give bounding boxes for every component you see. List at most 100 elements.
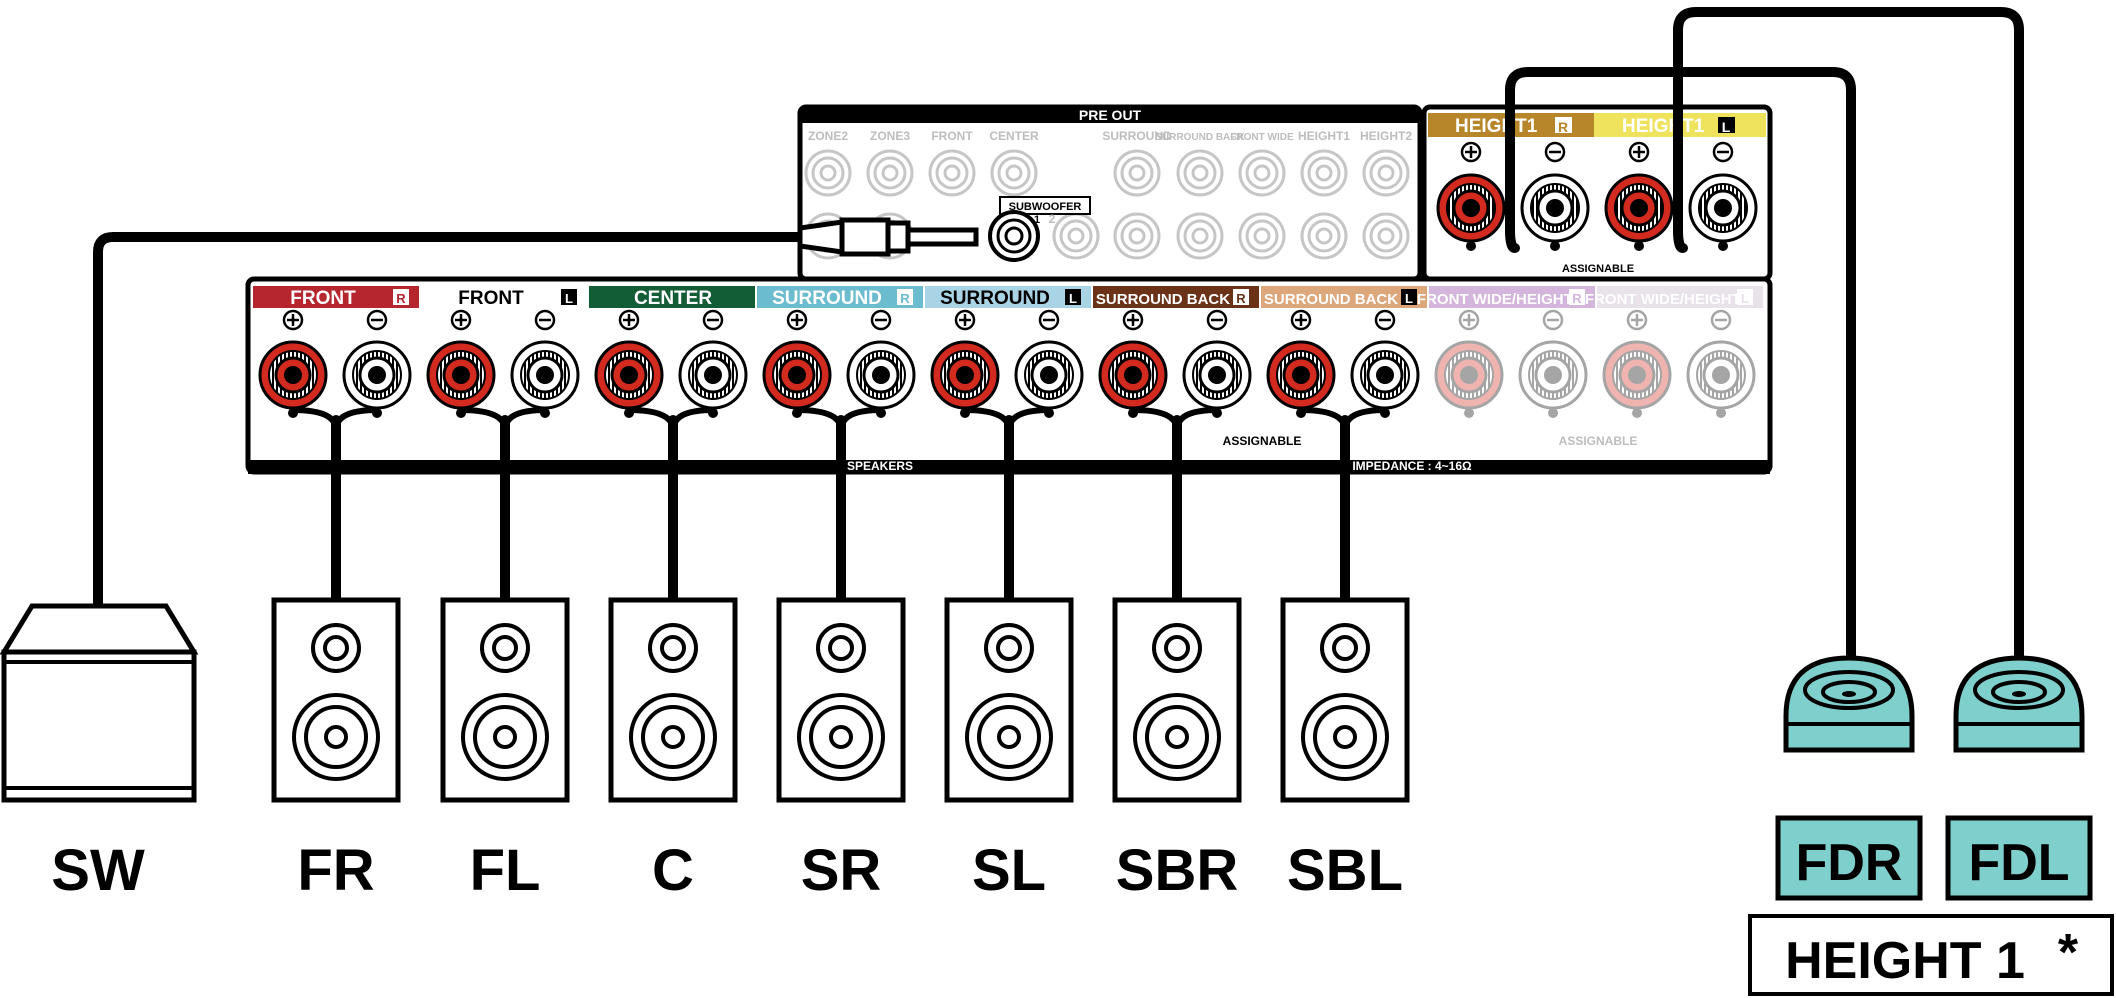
- minus-symbol: [534, 309, 556, 331]
- pre-out-jack-bottom[interactable]: [1176, 212, 1224, 260]
- height-speaker: [1953, 655, 2085, 753]
- speaker-box: [1112, 597, 1242, 803]
- speaker-terminal-plus[interactable]: [930, 340, 1000, 418]
- pre-out-jack-bottom[interactable]: [1113, 212, 1161, 260]
- pre-out-jack-top[interactable]: [1176, 149, 1224, 197]
- speaker-boxes: [271, 597, 1410, 803]
- speaker-terminal-minus[interactable]: [1014, 340, 1084, 418]
- height1-group-box: [1748, 914, 2114, 996]
- pre-out-jack-top[interactable]: [1113, 149, 1161, 197]
- minus-symbol: [1542, 309, 1564, 331]
- terminal-band-label: CENTER: [634, 288, 712, 309]
- terminal-mark: L: [1069, 291, 1077, 306]
- minus-symbol: [1544, 141, 1566, 163]
- pre-out-label-surround-back: SURROUND BACK: [1155, 132, 1245, 143]
- speaker-label-sw: SW: [51, 838, 145, 903]
- pre-out-label-height2: HEIGHT2: [1360, 129, 1412, 143]
- subwoofer-1-jack[interactable]: [988, 210, 1040, 262]
- fdl-label: FDL: [1968, 834, 2069, 892]
- fdl-cable: [1673, 7, 2024, 683]
- pre-out-jack-top[interactable]: [990, 149, 1038, 197]
- pre-out-title-bar: [800, 107, 1420, 123]
- terminal-band-label: SURROUND: [772, 288, 882, 309]
- pre-out-jack-top[interactable]: [928, 149, 976, 197]
- pre-out-jack-bottom[interactable]: [1238, 212, 1286, 260]
- speaker-terminal-minus[interactable]: [1518, 340, 1588, 418]
- terminal-mark-box: [561, 289, 577, 305]
- pre-out-jack-top[interactable]: [866, 149, 914, 197]
- terminal-band: CENTER: [589, 286, 755, 309]
- rca-plug: [797, 217, 979, 257]
- pre-out-label-zone3: ZONE3: [870, 129, 910, 143]
- speaker-box: [1280, 597, 1410, 803]
- terminal-mark-box: [897, 289, 913, 305]
- speaker-terminal-plus[interactable]: [1434, 340, 1504, 418]
- height1-terminal-minus[interactable]: [1688, 173, 1758, 251]
- terminal-mark-box: [393, 289, 409, 305]
- height1-group-label: HEIGHT 1: [1785, 932, 2025, 990]
- minus-symbol: [870, 309, 892, 331]
- height1-l-mark-box: [1718, 117, 1735, 133]
- speaker-box: [776, 597, 906, 803]
- pre-out-jacks: [804, 149, 1410, 260]
- speaker-label-sr: SR: [801, 838, 882, 903]
- height-speakers: [1783, 655, 2085, 753]
- pre-out-jack-top[interactable]: [1238, 149, 1286, 197]
- subwoofer-num-2: 2: [1049, 212, 1056, 226]
- pre-out-label-zone2: ZONE2: [808, 129, 848, 143]
- subwoofer-label-box: [999, 196, 1091, 215]
- terminal-mark-box: [1065, 289, 1081, 305]
- speaker-terminal-plus[interactable]: [762, 340, 832, 418]
- speaker-terminal-minus[interactable]: [1182, 340, 1252, 418]
- speaker-terminal-minus[interactable]: [1686, 340, 1756, 418]
- speaker-terminal-plus[interactable]: [1098, 340, 1168, 418]
- subwoofer-num-1: 1: [1034, 214, 1040, 226]
- fdr-label: FDR: [1796, 834, 1903, 892]
- pre-out-jack-top[interactable]: [804, 149, 852, 197]
- terminal-band: SURROUND L: [925, 286, 1091, 309]
- height1-terminals: [1436, 141, 1758, 251]
- speaker-terminal-minus[interactable]: [342, 340, 412, 418]
- terminal-mark-box: [1233, 289, 1249, 305]
- plus-symbol: [1628, 141, 1650, 163]
- terminal-band-label: FRONT: [290, 288, 356, 309]
- subwoofer-box: [0, 603, 199, 803]
- fdr-cable: [1505, 67, 1856, 683]
- pre-out-jack-bottom[interactable]: [1052, 212, 1100, 260]
- pre-out-label-center: CENTER: [989, 129, 1039, 143]
- speaker-terminal-minus[interactable]: [1350, 340, 1420, 418]
- subwoofer-cable: [93, 232, 805, 609]
- pre-out-jack-top[interactable]: [1362, 149, 1410, 197]
- plus-symbol: [618, 309, 640, 331]
- minus-symbol: [1038, 309, 1060, 331]
- height1-terminal-plus[interactable]: [1436, 173, 1506, 251]
- plus-symbol: [786, 309, 808, 331]
- height-speaker: [1783, 655, 1915, 753]
- terminal-band-label: SURROUND: [940, 288, 1050, 309]
- speaker-terminal-plus[interactable]: [594, 340, 664, 418]
- plus-symbol: [282, 309, 304, 331]
- speaker-terminal-minus[interactable]: [510, 340, 580, 418]
- height1-r-mark: R: [1558, 119, 1568, 135]
- height1-r-label: HEIGHT1: [1455, 116, 1538, 137]
- speaker-terminal-plus[interactable]: [1266, 340, 1336, 418]
- pre-out-jack-bottom[interactable]: [1362, 212, 1410, 260]
- speaker-terminal-plus[interactable]: [258, 340, 328, 418]
- pre-out-jack-top[interactable]: [1300, 149, 1348, 197]
- pre-out-jack-bottom[interactable]: [1300, 212, 1348, 260]
- speaker-terminals: [258, 309, 1756, 418]
- plus-symbol: [1458, 309, 1480, 331]
- height1-terminal-plus[interactable]: [1604, 173, 1674, 251]
- height1-asterisk: *: [2058, 924, 2079, 982]
- terminal-band-label: FRONT: [458, 288, 524, 309]
- height1-terminal-minus[interactable]: [1520, 173, 1590, 251]
- speaker-terminal-plus[interactable]: [1602, 340, 1672, 418]
- height1-l-mark: L: [1722, 119, 1731, 135]
